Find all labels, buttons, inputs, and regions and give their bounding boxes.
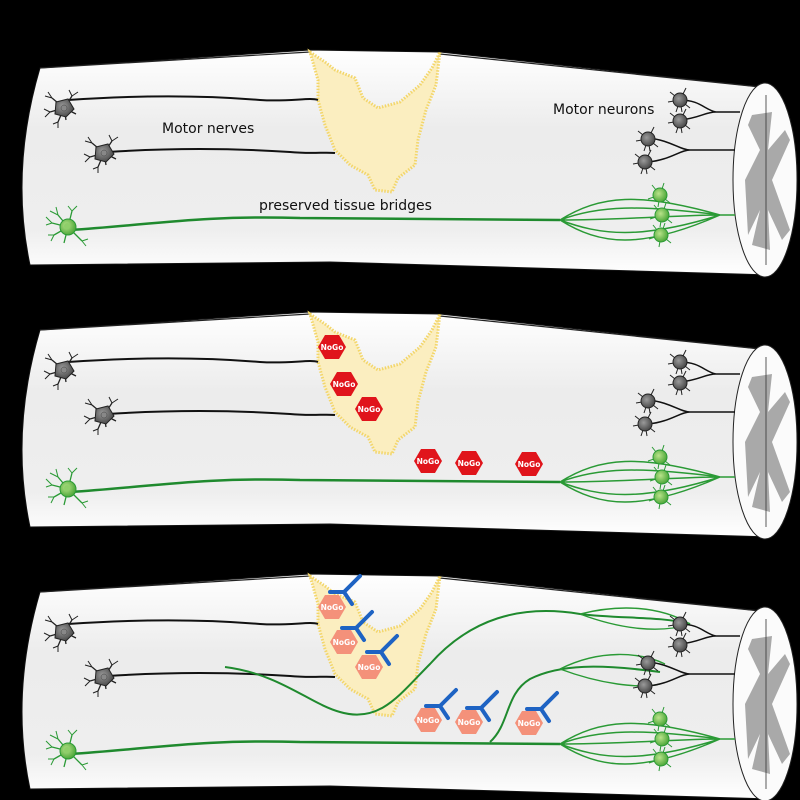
- label-motor-neurons: Motor neurons: [553, 102, 654, 118]
- label-tissue-bridges: preserved tissue bridges: [259, 198, 432, 214]
- svg-text:NoGo: NoGo: [333, 638, 356, 647]
- nogo-marker: NoGo: [355, 397, 383, 421]
- svg-text:NoGo: NoGo: [518, 460, 541, 469]
- svg-text:NoGo: NoGo: [333, 380, 356, 389]
- svg-text:NoGo: NoGo: [417, 716, 440, 725]
- nogo-marker-blocked: NoGo: [330, 630, 358, 654]
- svg-text:NoGo: NoGo: [518, 719, 541, 728]
- gray-matter-icon: [745, 112, 790, 250]
- svg-text:NoGo: NoGo: [321, 603, 344, 612]
- nogo-marker: NoGo: [318, 335, 346, 359]
- nogo-marker-blocked: NoGo: [455, 710, 483, 734]
- lesion-area: [307, 48, 442, 194]
- panel-1: Motor nerves Motor neurons preserved tis…: [21, 48, 798, 278]
- nogo-marker-blocked: NoGo: [318, 595, 346, 619]
- svg-text:NoGo: NoGo: [458, 459, 481, 468]
- panel-3: NoGo NoGo NoGo NoGo NoGo NoGo: [21, 572, 798, 800]
- nogo-marker: NoGo: [455, 451, 483, 475]
- nogo-marker-blocked: NoGo: [515, 711, 543, 735]
- label-motor-nerves: Motor nerves: [162, 121, 254, 137]
- svg-text:NoGo: NoGo: [358, 663, 381, 672]
- svg-text:NoGo: NoGo: [321, 343, 344, 352]
- nogo-marker-blocked: NoGo: [414, 708, 442, 732]
- svg-text:NoGo: NoGo: [417, 457, 440, 466]
- svg-text:NoGo: NoGo: [358, 405, 381, 414]
- nogo-marker-blocked: NoGo: [355, 655, 383, 679]
- gray-matter-icon: [745, 374, 790, 512]
- nogo-marker: NoGo: [414, 449, 442, 473]
- nogo-marker: NoGo: [330, 372, 358, 396]
- nogo-marker: NoGo: [515, 452, 543, 476]
- svg-text:NoGo: NoGo: [458, 718, 481, 727]
- gray-matter-icon: [745, 636, 790, 774]
- panel-2: NoGo NoGo NoGo NoGo NoGo NoGo: [21, 310, 798, 540]
